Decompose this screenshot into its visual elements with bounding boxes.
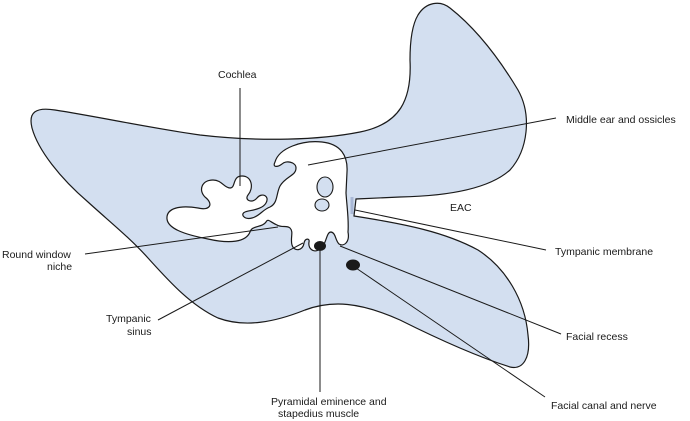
label-tympanic-membrane: Tympanic membrane <box>555 246 653 258</box>
middle-ear-cavity <box>166 141 349 252</box>
label-middle-ear: Middle ear and ossicles <box>566 114 676 126</box>
round-window-leader <box>84 226 279 255</box>
pyramidal-eminence-dot <box>314 241 326 251</box>
label-cochlea: Cochlea <box>218 69 257 81</box>
tympanic-sinus-leader <box>157 242 304 321</box>
label-tympanic-sinus-1: Tympanic <box>106 313 151 325</box>
facial-recess-leader <box>339 245 562 335</box>
label-facial-canal: Facial canal and nerve <box>551 400 657 412</box>
facial-canal-leader <box>355 267 546 398</box>
label-pyramidal-1: Pyramidal eminence and <box>271 396 387 408</box>
label-round-window-2: niche <box>47 261 72 273</box>
ossicle-island-1 <box>316 176 334 198</box>
ossicle-island-2 <box>314 198 330 212</box>
middle-ear-leader <box>307 117 557 166</box>
tympanic-membrane-leader <box>354 209 547 251</box>
label-round-window-1: Round window <box>2 249 71 261</box>
label-facial-recess: Facial recess <box>566 331 628 343</box>
label-tympanic-sinus-2: sinus <box>127 326 152 338</box>
label-pyramidal-2: stapedius muscle <box>278 408 359 420</box>
label-eac: EAC <box>450 202 472 214</box>
